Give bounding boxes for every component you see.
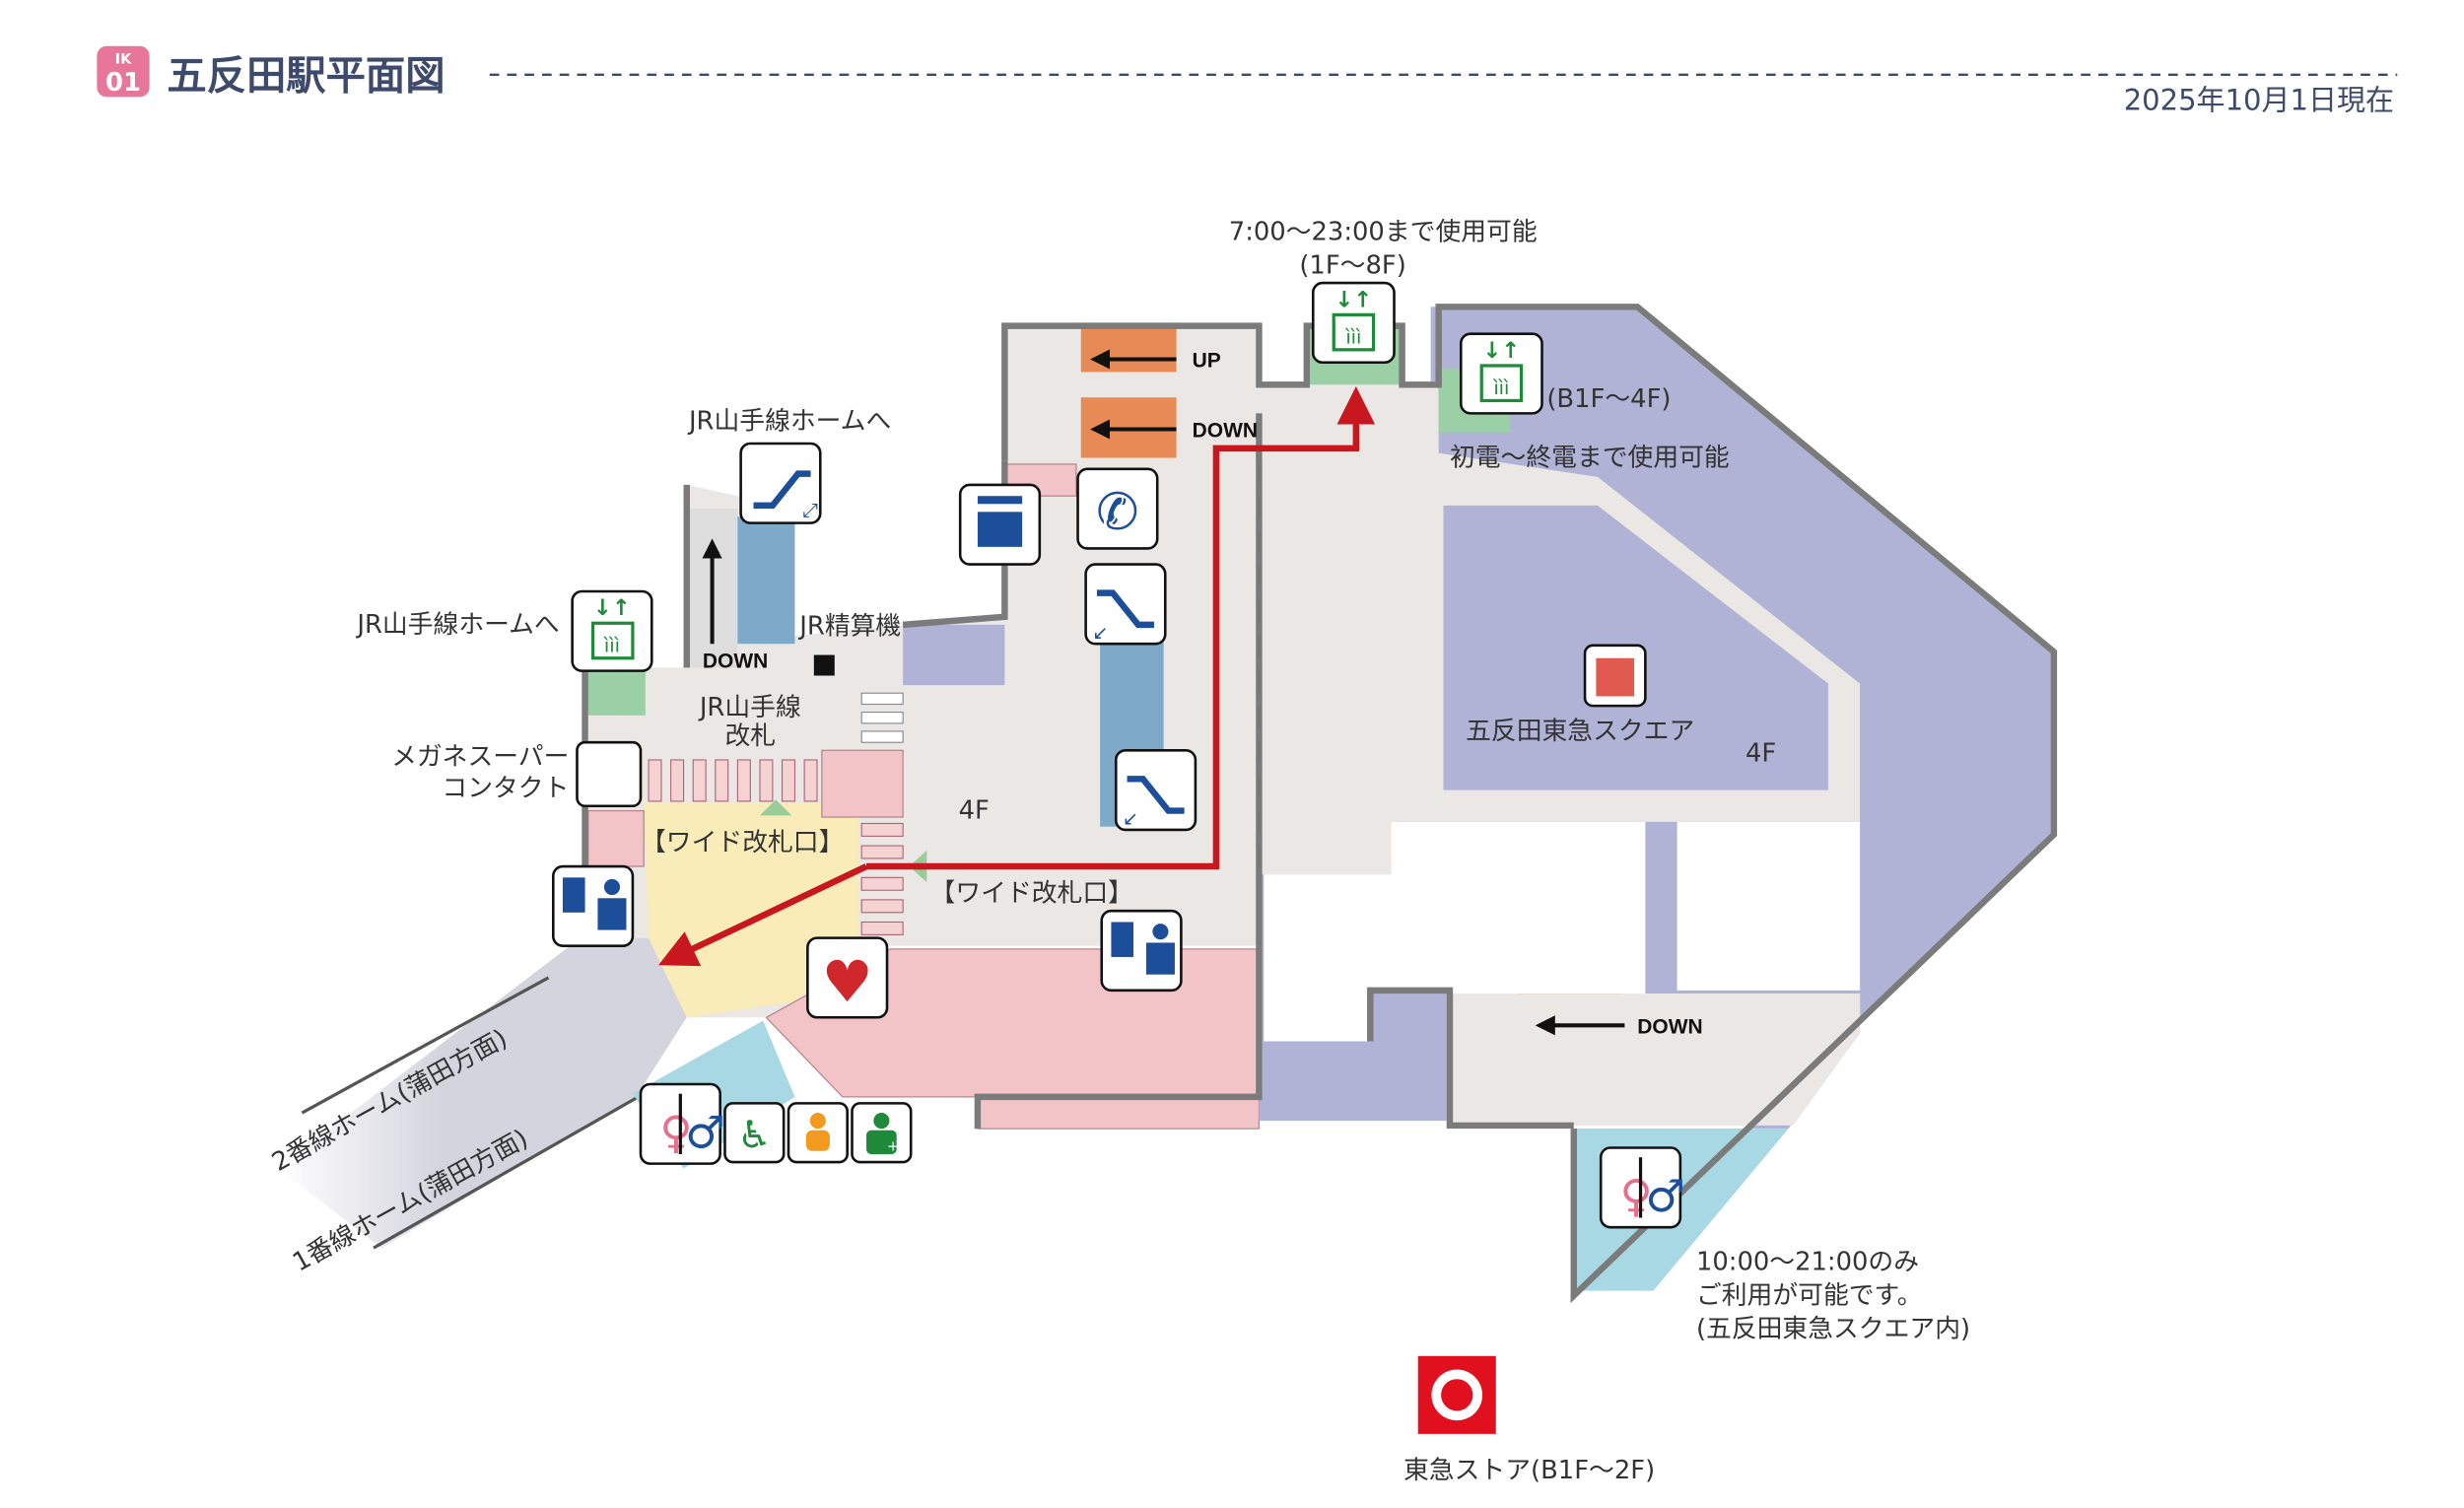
jr-home-escalator-label: JR山手線ホームへ <box>687 406 891 436</box>
elevator-hall-left <box>584 667 646 716</box>
restroom-icon[interactable]: ♀♂ <box>1599 1146 1685 1229</box>
toilet-hours-label: 10:00〜21:00のみ <box>1696 1248 1919 1277</box>
tokyu-square-label: 五反田東急スクエア <box>1466 717 1694 746</box>
jr-home-elevator-label: JR山手線ホームへ <box>355 610 559 640</box>
jr-fare-machine-label: JR精算機 <box>797 612 901 642</box>
elevator-icon[interactable]: ↓↑ ììì <box>1459 332 1543 415</box>
platform-area <box>278 937 687 1250</box>
station-badge: IK 01 <box>97 45 150 98</box>
escalator-icon[interactable]: ↙ <box>1114 749 1198 832</box>
svg-text:↓↑: ↓↑ <box>593 595 631 621</box>
megane-super-label-2: コンタクト <box>442 774 569 803</box>
svg-text:ììì: ììì <box>603 634 620 656</box>
wide-gate-label-right: 【ワイド改札口】 <box>930 879 1133 909</box>
stairs-to-jr <box>686 509 795 668</box>
svg-text:+: + <box>887 1139 899 1155</box>
svg-text:ììì: ììì <box>1492 377 1509 399</box>
tokyu-store-logo <box>1417 1355 1496 1434</box>
down-label-bottom: DOWN <box>1637 1015 1702 1038</box>
badge-line-code: IK <box>115 52 132 68</box>
jr-gate-label: JR山手線 <box>698 693 801 722</box>
ticket-gates <box>648 759 904 935</box>
page-title: 五反田駅平面図 <box>167 52 445 99</box>
wheelchair-icon[interactable]: ♿ <box>723 1102 786 1164</box>
svg-text:♿: ♿ <box>737 1114 772 1158</box>
elevator-right-floors: (B1F〜4F) <box>1546 384 1671 414</box>
elevator-top-floors: (1F〜8F) <box>1299 250 1405 280</box>
coin-locker-icon[interactable] <box>958 483 1042 566</box>
lower-floor <box>1446 994 1861 1126</box>
floor-label-left: 4F <box>959 796 990 826</box>
toilet-hours-label-2: ご利用が可能です。 <box>1696 1281 1923 1311</box>
route-to-platform <box>658 863 868 967</box>
restroom-icon[interactable]: ♀♂ <box>639 1082 725 1165</box>
elevator-icon[interactable]: ↓↑ ììì <box>571 589 653 672</box>
svg-text:✆: ✆ <box>1096 483 1138 542</box>
elevator-icon[interactable]: ↓↑ ììì <box>1311 281 1396 365</box>
jr-gate-label-2: 改札 <box>724 721 776 751</box>
megane-super-label: メガネスーパー <box>391 742 569 772</box>
wide-gate-label-left: 【ワイド改札口】 <box>641 828 844 857</box>
svg-text:↙: ↙ <box>1092 621 1108 644</box>
gate-marker-up <box>759 799 792 816</box>
svg-text:♀: ♀ <box>659 1107 692 1159</box>
aed-icon[interactable]: ♥ <box>806 936 889 1019</box>
floor-label-right: 4F <box>1745 739 1776 769</box>
svg-text:↓↑: ↓↑ <box>1482 338 1520 364</box>
jr-gates <box>860 692 904 743</box>
direction-arrows <box>702 349 1625 1036</box>
down-label-top: DOWN <box>1193 420 1258 443</box>
fare-office <box>903 624 1005 686</box>
escalator-icon[interactable]: ↙ <box>1084 563 1167 646</box>
ticket-office-icon[interactable] <box>552 864 635 947</box>
svg-text:♂: ♂ <box>685 1107 724 1159</box>
svg-text:↓↑: ↓↑ <box>1335 287 1372 312</box>
shopping-bag-icon[interactable] <box>1583 644 1647 708</box>
tokyu-store-label: 東急ストア(B1F〜2F) <box>1403 1456 1655 1485</box>
ticket-office-icon[interactable] <box>1100 909 1183 993</box>
svg-text:♀: ♀ <box>1620 1170 1653 1222</box>
fare-machine-marker <box>813 654 835 676</box>
escalator-icon[interactable]: ⤢ <box>739 442 822 524</box>
shopping-bag-icon[interactable] <box>576 740 643 808</box>
ostomate-icon[interactable]: + <box>851 1102 913 1164</box>
svg-text:⤢: ⤢ <box>803 499 818 521</box>
elevator-top-hours: 7:00〜23:00まで使用可能 <box>1229 218 1538 247</box>
date-label: 2025年10月1日現在 <box>2124 83 2394 116</box>
svg-text:↙: ↙ <box>1123 807 1138 830</box>
baby-care-icon[interactable] <box>787 1102 849 1164</box>
toilet-hours-label-3: (五反田東急スクエア内) <box>1696 1314 1970 1343</box>
elevator-right-hours: 初電〜終電まで使用可能 <box>1450 444 1730 473</box>
svg-text:♂: ♂ <box>1645 1170 1684 1222</box>
svg-text:ììì: ììì <box>1344 325 1361 348</box>
route-to-elevator <box>866 385 1376 870</box>
badge-station-number: 01 <box>105 68 141 98</box>
svg-text:♥: ♥ <box>822 948 873 1015</box>
down-label-left: DOWN <box>703 650 768 672</box>
phone-icon[interactable]: ✆ <box>1076 467 1159 550</box>
up-label: UP <box>1193 350 1221 373</box>
